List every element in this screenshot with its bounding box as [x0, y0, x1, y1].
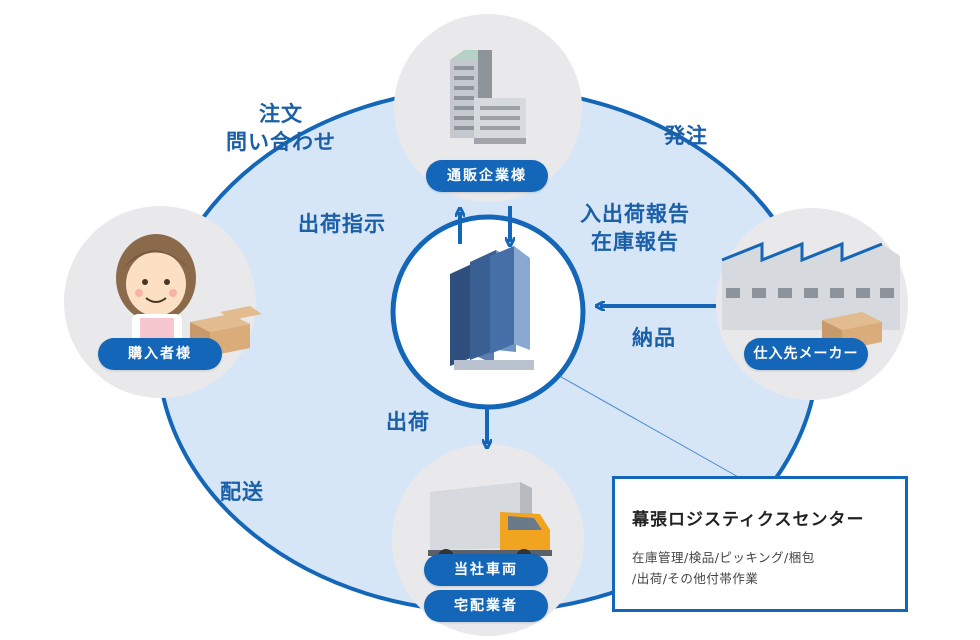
- delivery-company-label: 宅配業者: [424, 590, 548, 622]
- shipping-label: 出荷: [386, 410, 430, 434]
- supplier-label: 仕入先メーカー: [744, 338, 868, 370]
- logistics-center-description: 在庫管理/検品/ピッキング/梱包 /出荷/その他付帯作業: [632, 550, 815, 586]
- delivery-out-label: 配送: [220, 480, 264, 504]
- factory-icon: [721, 241, 900, 330]
- delivery-in-label: 納品: [632, 326, 676, 350]
- ec-company-node: [394, 14, 582, 202]
- logistics-center-building-icon: [450, 246, 534, 370]
- ec-company-label: 通販企業様: [426, 160, 548, 192]
- customer-woman-icon: [116, 234, 196, 344]
- purchase-order-label: 発注: [664, 124, 708, 148]
- shipping-instruction-label: 出荷指示: [298, 212, 386, 236]
- logistics-center-info-box: 幕張ロジスティクスセンター 在庫管理/検品/ピッキング/梱包 /出荷/その他付帯…: [612, 476, 908, 612]
- shipment-report-label: 入出荷報告 在庫報告: [580, 202, 690, 254]
- delivery-truck-icon: [428, 482, 552, 565]
- buyer-label: 購入者様: [98, 338, 222, 370]
- office-building-icon: [450, 50, 526, 144]
- own-vehicle-label: 当社車両: [424, 554, 548, 586]
- logistics-center-title: 幕張ロジスティクスセンター: [632, 510, 865, 530]
- logistics-center-node: [390, 214, 586, 410]
- leader-line: [539, 364, 741, 479]
- delivery-node: [392, 444, 584, 636]
- order-inquiry-label: 注文 問い合わせ: [226, 102, 336, 154]
- supplier-node: [716, 208, 908, 400]
